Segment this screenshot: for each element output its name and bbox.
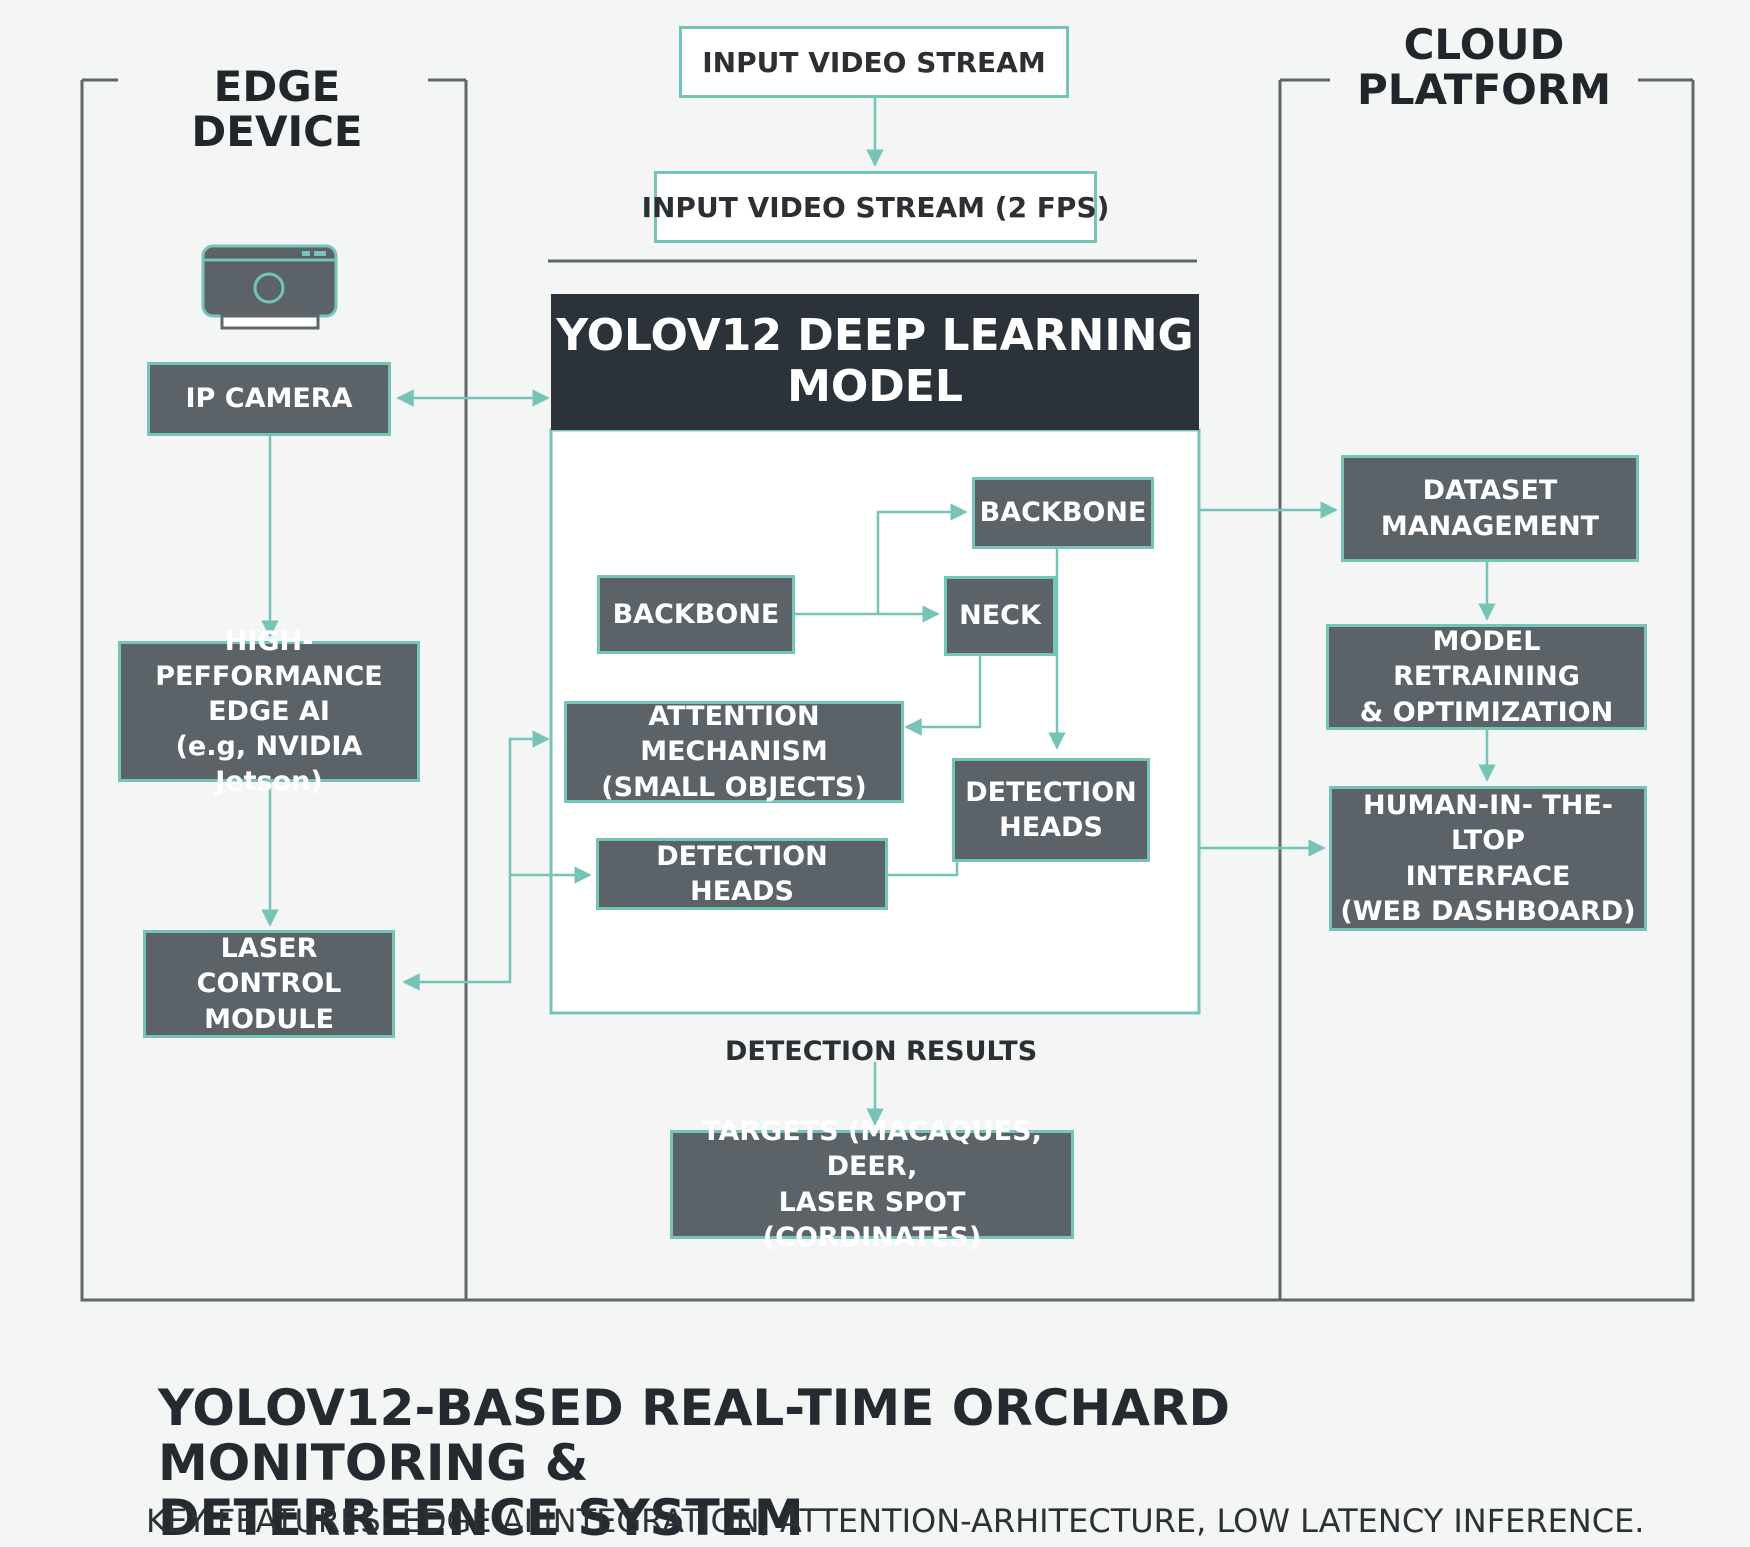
input-video-stream-fps-label: INPUT VIDEO STREAM (2 FPS) xyxy=(641,190,1110,224)
camera-icon xyxy=(201,244,338,330)
detection-heads-right-box: DETECTION HEADS xyxy=(952,758,1150,862)
arrow-to-attention xyxy=(508,730,550,875)
input-video-stream-label: INPUT VIDEO STREAM xyxy=(702,45,1046,79)
arrow-to-laser xyxy=(402,875,512,991)
backbone-left-box: BACKBONE xyxy=(597,575,795,654)
diagram-subtitle: KEY FEATURES: EDGE AI INTEGRATION, ATTEN… xyxy=(146,1502,1645,1540)
edge-ai-box: HIGH-PEFFORMANCE EDGE AI (e.g, NVIDIA Je… xyxy=(118,626,420,797)
human-in-the-loop-box: HUMAN-IN- THE-LTOP INTERFACE (WEB DASHBO… xyxy=(1329,786,1647,931)
input-video-stream-fps-box: INPUT VIDEO STREAM (2 FPS) xyxy=(642,171,1109,243)
diagram-title: YOLOV12-BASED REAL-TIME ORCHARD MONITORI… xyxy=(158,1379,1230,1547)
yolov12-model-header: YOLOV12 DEEP LEARNING MODEL xyxy=(551,294,1199,430)
edge-device-title: EDGE DEVICE xyxy=(128,64,426,155)
cloud-platform-frame xyxy=(1278,78,1695,1302)
connector-heads xyxy=(888,862,959,877)
dataset-management-box: DATASET MANAGEMENT xyxy=(1341,455,1639,562)
backbone-top-box: BACKBONE xyxy=(972,477,1154,549)
attention-mechanism-box: ATTENTION MECHANISM (SMALL OBJECTS) xyxy=(564,701,904,803)
edge-device-frame xyxy=(80,78,468,1302)
detection-results-label: DETECTION RESULTS xyxy=(725,1036,1038,1067)
ip-camera-box: IP CAMERA xyxy=(147,362,391,436)
targets-box: TARGETS (MACAQUES, DEER, LASER SPOT (COR… xyxy=(670,1116,1074,1253)
arrow-neck-to-attention xyxy=(904,656,982,736)
laser-control-box: LASER CONTROL MODULE xyxy=(143,930,395,1038)
detection-heads-bottom-box: DETECTION HEADS xyxy=(596,838,888,910)
model-retraining-box: MODEL RETRAINING & OPTIMIZATION xyxy=(1326,624,1647,730)
arrow-backbone-to-backbone xyxy=(876,503,968,614)
neck-box: NECK xyxy=(944,576,1056,656)
input-video-stream-box: INPUT VIDEO STREAM xyxy=(679,26,1069,98)
cloud-platform-title: CLOUD PLATFORM xyxy=(1332,22,1636,113)
